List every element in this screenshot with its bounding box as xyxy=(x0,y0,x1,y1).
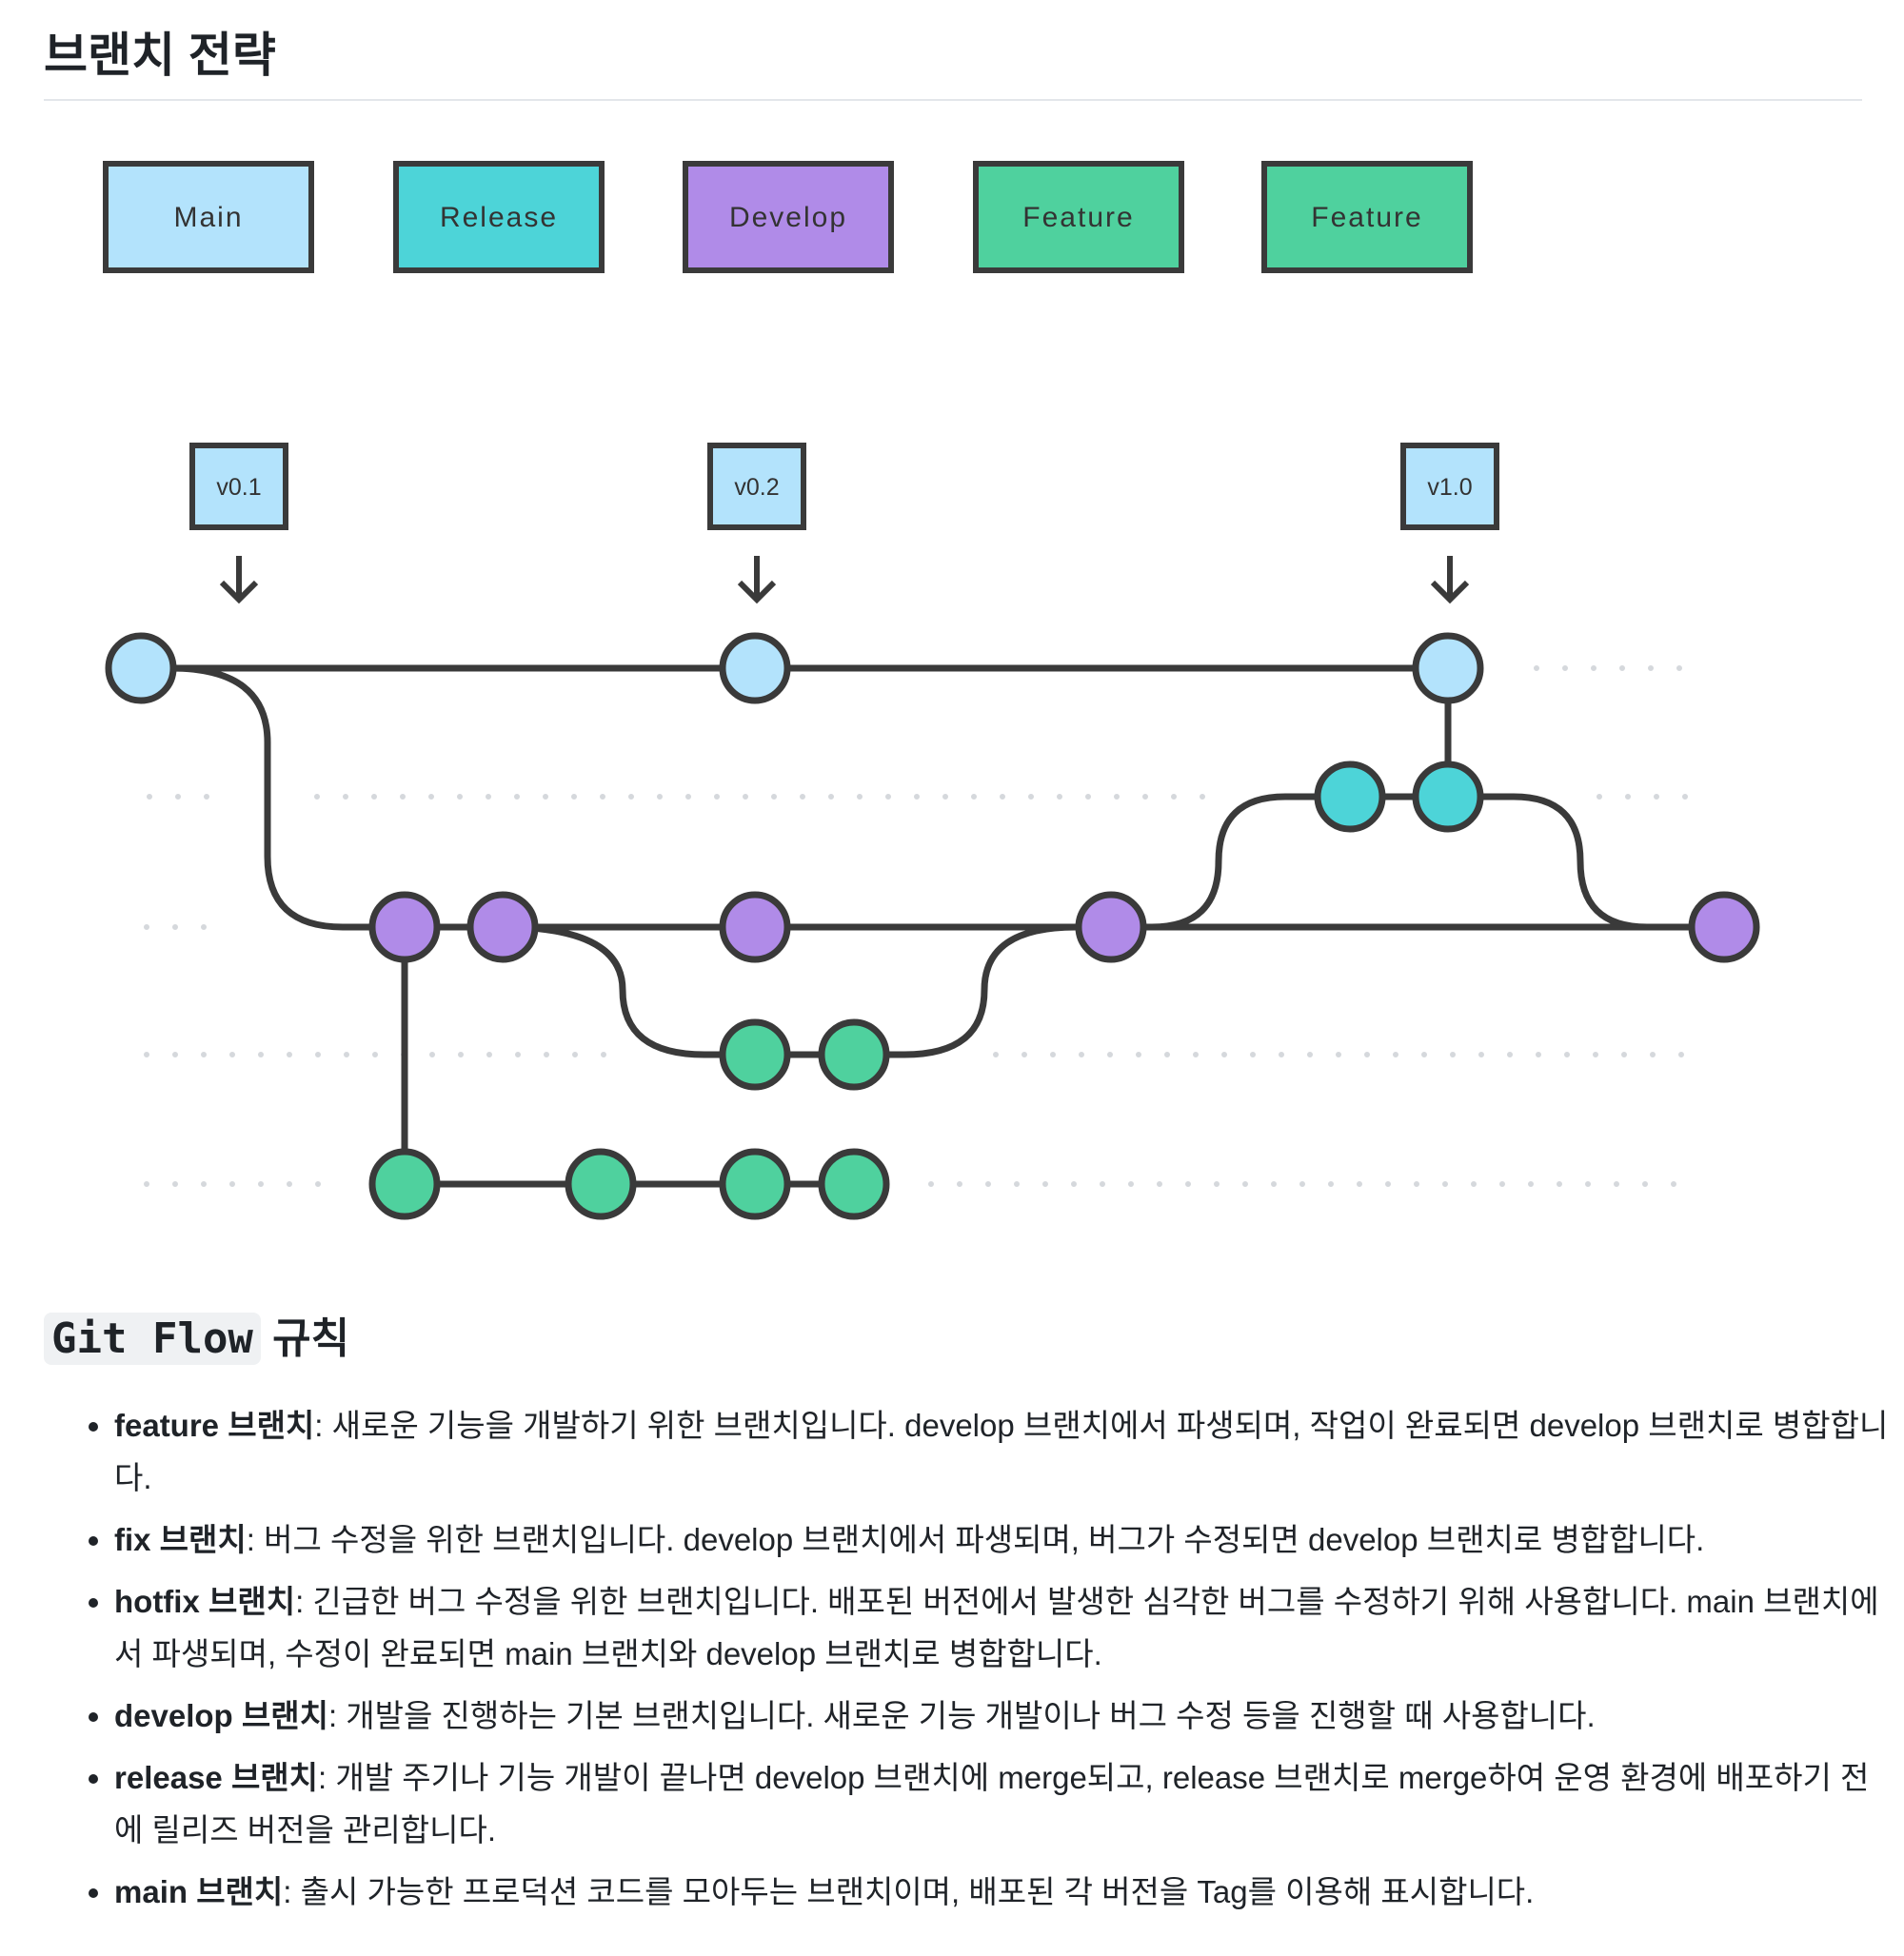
commit-node-release xyxy=(1314,761,1386,833)
commit-node-feature1 xyxy=(818,1018,890,1091)
rule-item: main 브랜치: 출시 가능한 프로덕션 코드를 모아두는 브랜치이며, 배포… xyxy=(114,1866,1894,1918)
commit-node-feature2 xyxy=(368,1148,441,1220)
tag-box xyxy=(189,443,288,530)
version-tag: v0.1 xyxy=(189,443,288,604)
legend-item: Feature xyxy=(1261,161,1473,273)
commit-node-develop xyxy=(368,891,441,963)
tag-label: v0.2 xyxy=(734,474,779,501)
tag-box xyxy=(1400,443,1499,530)
rule-branch-name: main 브랜치 xyxy=(114,1874,284,1909)
legend-label: Feature xyxy=(1311,202,1422,233)
rule-item: fix 브랜치: 버그 수정을 위한 브랜치입니다. develop 브랜치에서… xyxy=(114,1513,1894,1566)
commit-nodes xyxy=(105,632,1760,1220)
commit-node-release xyxy=(1412,761,1484,833)
legend: Main Release Develop Feature Feature xyxy=(103,161,1473,273)
rule-description: : 출시 가능한 프로덕션 코드를 모아두는 브랜치이며, 배포된 각 버전을 … xyxy=(283,1874,1535,1909)
commit-node-main xyxy=(105,632,177,704)
legend-swatch xyxy=(683,161,894,273)
rules-heading: Git Flow 규칙 xyxy=(44,1304,349,1365)
legend-item: Develop xyxy=(683,161,894,273)
arrow-down-icon xyxy=(737,556,777,604)
rule-description: : 개발 주기나 기능 개발이 끝나면 develop 브랜치에 merge되고… xyxy=(114,1760,1870,1847)
rule-branch-name: feature 브랜치 xyxy=(114,1408,315,1443)
rule-branch-name: release 브랜치 xyxy=(114,1760,319,1795)
commit-node-develop xyxy=(719,891,791,963)
commit-node-feature2 xyxy=(818,1148,890,1220)
tag-label: v1.0 xyxy=(1427,474,1472,501)
arrow-down-icon xyxy=(1430,556,1470,604)
rule-branch-name: develop 브랜치 xyxy=(114,1698,328,1733)
commit-node-feature2 xyxy=(719,1148,791,1220)
legend-label: Develop xyxy=(729,202,847,233)
rule-item: hotfix 브랜치: 긴급한 버그 수정을 위한 브랜치입니다. 배포된 버전… xyxy=(114,1575,1894,1680)
rule-item: feature 브랜치: 새로운 기능을 개발하기 위한 브랜치입니다. dev… xyxy=(114,1399,1894,1504)
legend-swatch xyxy=(103,161,314,273)
placeholder-dots xyxy=(144,665,1697,1187)
legend-swatch xyxy=(973,161,1184,273)
legend-item: Release xyxy=(393,161,605,273)
legend-item: Feature xyxy=(973,161,1184,273)
legend-item: Main xyxy=(103,161,314,273)
rules-list: feature 브랜치: 새로운 기능을 개발하기 위한 브랜치입니다. dev… xyxy=(76,1399,1894,1927)
tag-box xyxy=(707,443,806,530)
rule-item: develop 브랜치: 개발을 진행하는 기본 브랜치입니다. 새로운 기능 … xyxy=(114,1689,1894,1742)
rule-branch-name: fix 브랜치 xyxy=(114,1522,247,1557)
rule-description: : 긴급한 버그 수정을 위한 브랜치입니다. 배포된 버전에서 발생한 심각한… xyxy=(114,1584,1879,1671)
page-title: 브랜치 전략 xyxy=(44,29,276,82)
rule-description: : 버그 수정을 위한 브랜치입니다. develop 브랜치에서 파생되며, … xyxy=(246,1522,1705,1557)
legend-label: Main xyxy=(173,202,243,233)
commit-node-develop xyxy=(1075,891,1147,963)
commit-node-develop xyxy=(1688,891,1760,963)
legend-label: Release xyxy=(440,202,558,233)
version-tag: v1.0 xyxy=(1400,443,1499,604)
rule-description: : 새로운 기능을 개발하기 위한 브랜치입니다. develop 브랜치에서 … xyxy=(114,1408,1889,1495)
legend-label: Feature xyxy=(1022,202,1134,233)
tag-label: v0.1 xyxy=(216,474,261,501)
commit-node-main xyxy=(719,632,791,704)
commit-node-feature1 xyxy=(719,1018,791,1091)
arrow-down-icon xyxy=(219,556,259,604)
rules-heading-code: Git Flow xyxy=(44,1313,261,1365)
legend-swatch xyxy=(1261,161,1473,273)
version-tag: v0.2 xyxy=(707,443,806,604)
rule-item: release 브랜치: 개발 주기나 기능 개발이 끝나면 develop 브… xyxy=(114,1751,1894,1856)
commit-node-develop xyxy=(466,891,539,963)
version-tags: v0.1 v0.2 v1.0 xyxy=(189,443,1499,604)
legend-swatch xyxy=(393,161,605,273)
divider xyxy=(44,99,1862,101)
rule-description: : 개발을 진행하는 기본 브랜치입니다. 새로운 기능 개발이나 버그 수정 … xyxy=(327,1698,1596,1733)
commit-node-feature2 xyxy=(565,1148,637,1220)
commit-node-main xyxy=(1412,632,1484,704)
rule-branch-name: hotfix 브랜치 xyxy=(114,1584,296,1619)
rules-heading-text: 규칙 xyxy=(260,1315,350,1362)
